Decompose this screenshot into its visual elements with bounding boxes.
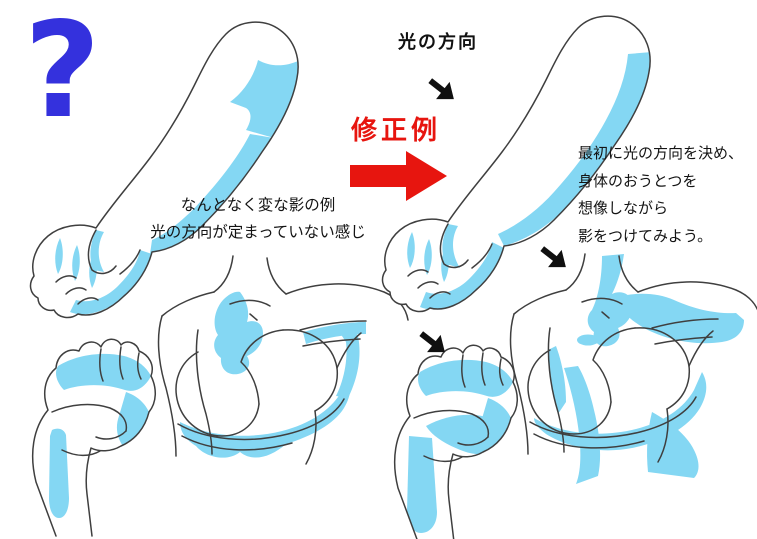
question-mark-symbol: ? [24, 0, 101, 148]
light-direction-label: 光の方向 [398, 32, 478, 52]
arm-shading [407, 52, 651, 310]
bad-arm-illustration [29, 21, 299, 319]
correction-arrow-icon [350, 151, 447, 201]
fist-shading [407, 359, 513, 533]
good-caption-line-3: 想像しながら [578, 200, 669, 217]
bad-fist-illustration [31, 338, 157, 537]
bad-caption-line-1: なんとなく変な影の例 [180, 197, 336, 214]
bad-caption-line-2: 光の方向が定まっていない感じ [150, 224, 366, 241]
good-caption-line-1: 最初に光の方向を決め、 [578, 145, 744, 162]
good-fist-illustration [393, 344, 519, 539]
good-example-caption: 最初に光の方向を決め、 身体のおうとつを 想像しながら 影をつけてみよう。 [578, 140, 743, 250]
good-caption-line-4: 影をつけてみよう。 [578, 227, 713, 245]
correction-label: 修正例 [351, 115, 442, 145]
bad-example-caption: なんとなく変な影の例 光の方向が定まっていない感じ [130, 192, 386, 246]
good-torso-illustration [509, 253, 757, 484]
good-arm-illustration [381, 15, 651, 313]
light-direction-arrow-icon [423, 72, 461, 108]
bad-torso-illustration [157, 255, 409, 465]
torso-light-arrow-icon [535, 240, 573, 276]
good-caption-line-2: 身体のおうとつを [578, 172, 698, 190]
